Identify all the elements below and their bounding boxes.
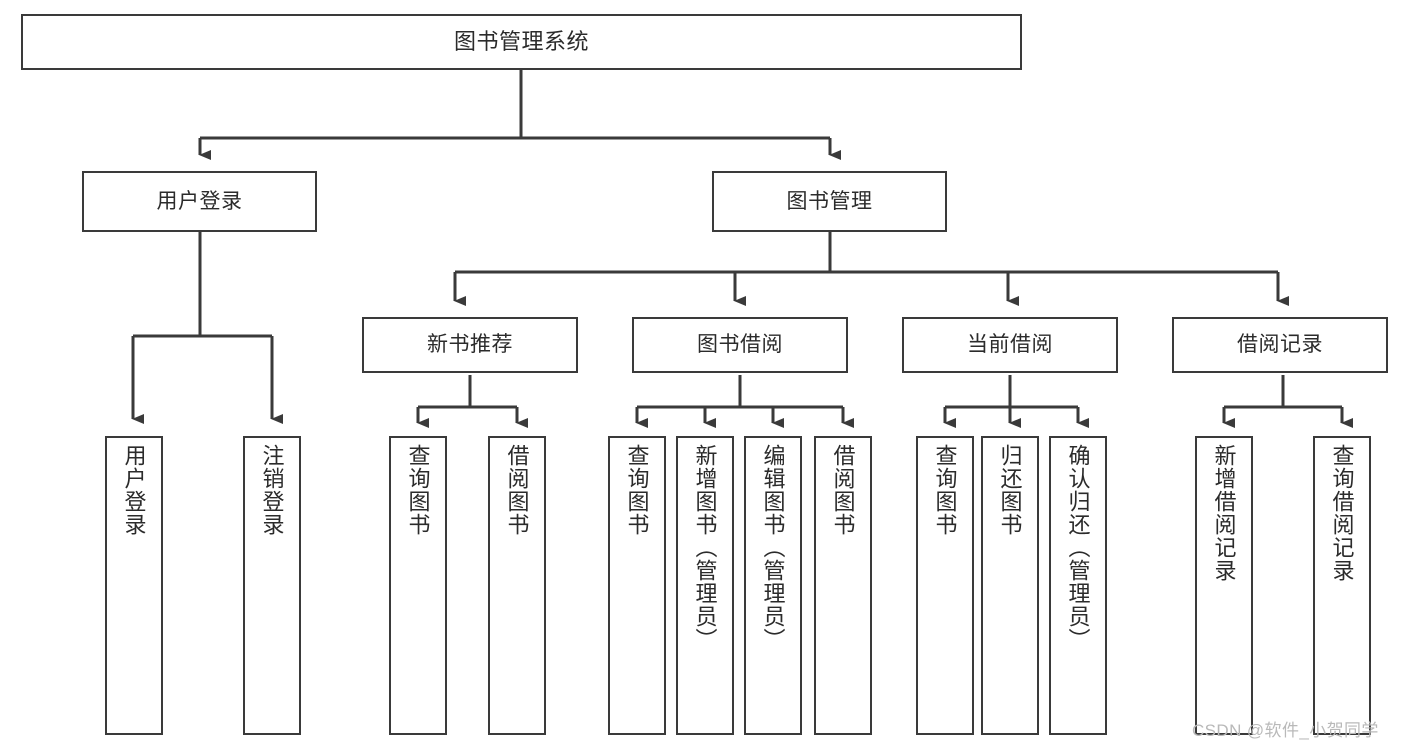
node-label: 新增图书（管理员）: [692, 444, 718, 651]
node-label: 编辑图书（管理员）: [760, 444, 786, 651]
node-label: 当前借阅: [967, 333, 1053, 357]
node-label: 查询图书: [624, 444, 650, 536]
leaf-borrow-record-query-record[interactable]: 查询借阅记录: [1313, 436, 1371, 735]
node-label: 确认归还（管理员）: [1065, 444, 1091, 651]
node-user-login[interactable]: 用户登录: [82, 171, 317, 232]
node-label: 图书管理系统: [453, 28, 589, 54]
node-label: 图书管理: [786, 189, 873, 213]
node-label: 查询图书: [405, 444, 431, 536]
node-label: 用户登录: [156, 189, 243, 213]
node-new-book-recommend[interactable]: 新书推荐: [362, 317, 578, 373]
node-label: 借阅记录: [1237, 333, 1323, 357]
node-label: 图书借阅: [697, 333, 783, 357]
leaf-current-borrow-return-book[interactable]: 归还图书: [981, 436, 1039, 735]
node-label: 借阅图书: [504, 444, 530, 536]
leaf-new-book-borrow-book[interactable]: 借阅图书: [488, 436, 546, 735]
node-book-borrow[interactable]: 图书借阅: [632, 317, 848, 373]
node-label: 用户登录: [121, 444, 147, 536]
node-current-borrow[interactable]: 当前借阅: [902, 317, 1118, 373]
node-label: 借阅图书: [830, 444, 856, 536]
csdn-watermark: CSDN @软件_小贺同学: [1192, 721, 1379, 740]
node-label: 查询借阅记录: [1329, 444, 1355, 582]
node-label: 新书推荐: [427, 333, 513, 357]
leaf-current-borrow-query-book[interactable]: 查询图书: [916, 436, 974, 735]
leaf-book-borrow-edit-book-admin[interactable]: 编辑图书（管理员）: [744, 436, 802, 735]
node-borrow-record[interactable]: 借阅记录: [1172, 317, 1388, 373]
leaf-book-borrow-query-book[interactable]: 查询图书: [608, 436, 666, 735]
leaf-new-book-query-book[interactable]: 查询图书: [389, 436, 447, 735]
leaf-current-borrow-confirm-return-admin[interactable]: 确认归还（管理员）: [1049, 436, 1107, 735]
leaf-book-borrow-borrow-book[interactable]: 借阅图书: [814, 436, 872, 735]
node-book-management[interactable]: 图书管理: [712, 171, 947, 232]
leaf-borrow-record-add-record[interactable]: 新增借阅记录: [1195, 436, 1253, 735]
node-label: 查询图书: [932, 444, 958, 536]
leaf-user-login-login[interactable]: 用户登录: [105, 436, 163, 735]
leaf-user-login-logout[interactable]: 注销登录: [243, 436, 301, 735]
node-label: 归还图书: [997, 444, 1023, 536]
node-label: 注销登录: [259, 444, 285, 536]
leaf-book-borrow-add-book-admin[interactable]: 新增图书（管理员）: [676, 436, 734, 735]
node-root-book-management-system[interactable]: 图书管理系统: [21, 14, 1022, 70]
node-label: 新增借阅记录: [1211, 444, 1237, 582]
